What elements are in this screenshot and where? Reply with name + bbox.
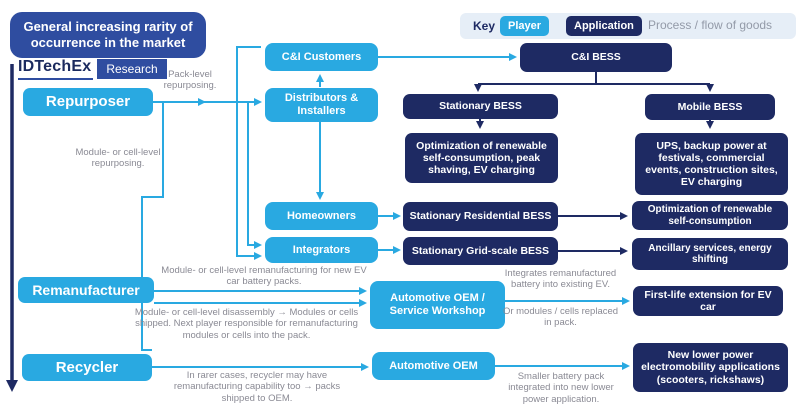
player-integrators: Integrators: [265, 237, 378, 263]
application-optimization-peak: Optimization of renewable self-consumpti…: [405, 133, 558, 183]
legend-player-chip: Player: [500, 16, 550, 36]
legend-key-label: Key: [473, 19, 496, 33]
legend-bar: Key Player Application Process / flow of…: [460, 13, 796, 39]
player-distributors-installers: Distributors & Installers: [265, 88, 378, 122]
application-mobile-bess: Mobile BESS: [645, 94, 775, 120]
player-ci-customers: C&I Customers: [265, 43, 378, 71]
flow-trunk-integrators-low: [236, 102, 262, 260]
player-repurposer: Repurposer: [23, 88, 153, 116]
application-first-life: First-life extension for EV car: [633, 286, 783, 316]
application-stationary-gridscale-bess: Stationary Grid-scale BESS: [403, 237, 558, 265]
player-recycler: Recycler: [22, 354, 152, 381]
player-automotive-oem-service-workshop: Automotive OEM / Service Workshop: [370, 281, 505, 329]
flow-trunk-ci-customers: [236, 46, 261, 102]
application-ups-backup: UPS, backup power at festivals, commerci…: [635, 133, 788, 195]
note-module-repurposing: Module- or cell-level repurposing.: [75, 147, 161, 170]
note-integrates: Integrates remanufactured battery into e…: [504, 268, 617, 291]
brand-name: IDTechEx: [18, 58, 94, 80]
note-module-remanufacturing: Module- or cell-level remanufacturing fo…: [161, 265, 367, 288]
note-or-modules: Or modules / cells replaced in pack.: [502, 306, 619, 329]
note-smaller-pack: Smaller battery pack integrated into new…: [508, 371, 614, 405]
note-rarer-cases: In rarer cases, recycler may have remanu…: [173, 370, 341, 404]
application-ci-bess: C&I BESS: [520, 43, 672, 72]
application-new-lower-power: New lower power electromobility applicat…: [633, 343, 788, 392]
flow-left-trunk: [141, 102, 164, 351]
application-stationary-residential-bess: Stationary Residential BESS: [403, 202, 558, 231]
player-homeowners: Homeowners: [265, 202, 378, 230]
note-module-disassembly: Module- or cell-level disassembly → Modu…: [134, 307, 359, 341]
brand-logo: IDTechEx Research: [18, 58, 167, 80]
player-remanufacturer: Remanufacturer: [18, 277, 154, 303]
legend-application-chip: Application: [566, 16, 642, 36]
application-ancillary: Ancillary services, energy shifting: [632, 238, 788, 270]
diagram-title: General increasing rarity of occurrence …: [10, 12, 206, 58]
application-optimization-self: Optimization of renewable self-consumpti…: [632, 201, 788, 230]
brand-sub-badge: Research: [97, 59, 167, 79]
application-stationary-bess: Stationary BESS: [403, 94, 558, 119]
legend-process-label: Process / flow of goods: [648, 18, 773, 32]
player-automotive-oem: Automotive OEM: [372, 352, 495, 380]
note-pack-level: Pack-level repurposing.: [163, 69, 217, 92]
flow-trunk-integrators-up: [247, 102, 262, 249]
